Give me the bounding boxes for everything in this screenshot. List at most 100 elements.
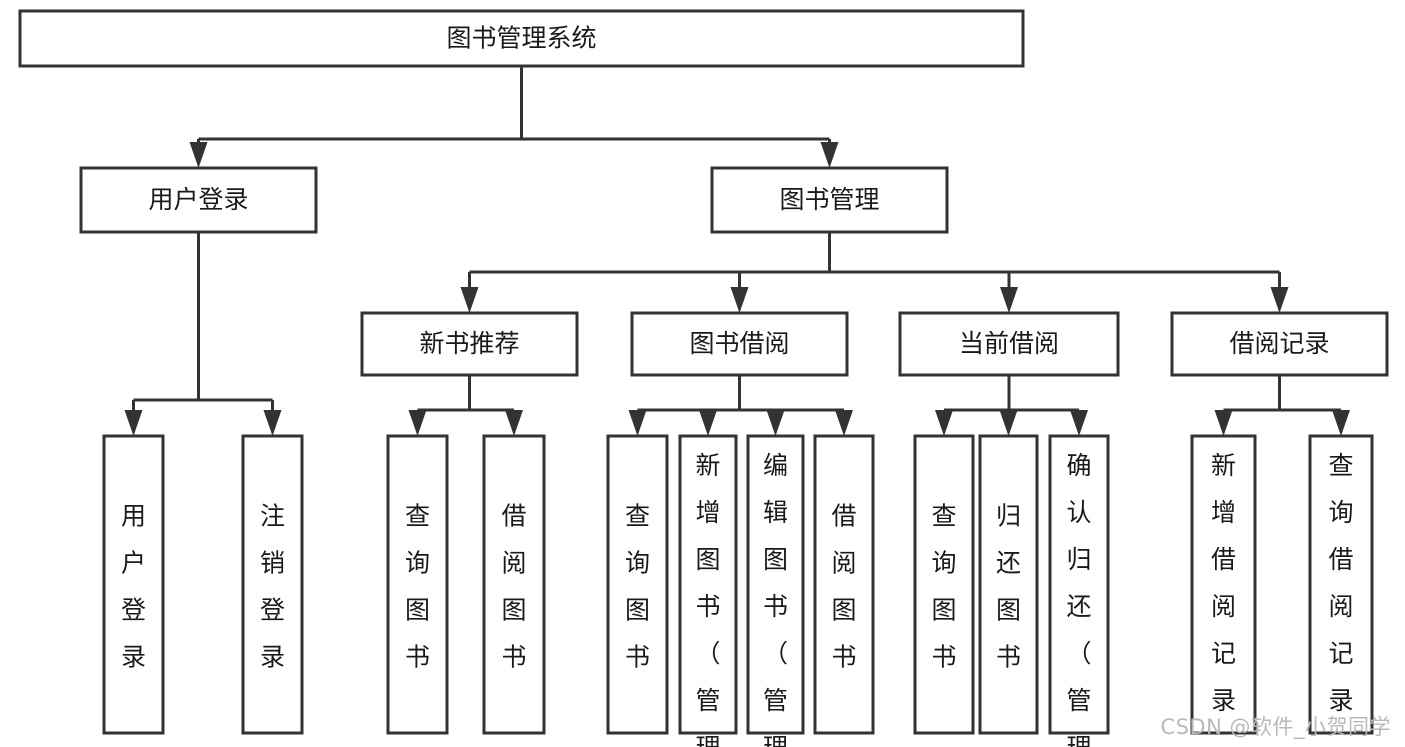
leaf-node-8-char: 书 [931,643,956,672]
level2-node-0-label: 用户登录 [148,185,248,214]
leaf-node-6-char: 辑 [763,498,788,527]
leaf-node-10-char: （ [1066,639,1091,668]
leaf-node-4-char: 查 [625,502,650,531]
leaf-node-12-char: 录 [1328,686,1353,715]
l3-0-to-leaves-arrow-1 [505,410,523,436]
l3-1-to-leaves-arrow-0 [628,410,647,436]
leaf-node-12-char: 阅 [1328,592,1353,621]
leaf-node-7-char: 图 [831,596,856,625]
leaf-node-6-char: 管 [763,686,788,715]
leaf-node-3-char: 书 [501,643,526,672]
connector-layer [124,66,1350,436]
leaf-node-5-char: 增 [695,498,720,527]
leaf-node-0-char: 用 [121,502,146,531]
books-to-level3-arrow-2 [1000,287,1018,313]
leaf-node-5-char: 新 [695,451,720,480]
leaf-node-2-char: 书 [405,643,430,672]
books-to-level3-arrow-3 [1270,287,1289,313]
leaf-node-2-char: 图 [405,596,430,625]
leaf-node-1-char: 录 [260,643,285,672]
leaf-node-10-char: 确 [1066,451,1091,480]
root-to-level2-arrow-1 [820,142,839,168]
level3-node-3[interactable]: 借阅记录 [1170,311,1389,377]
leaf-node-12-char: 询 [1328,498,1353,527]
leaf-node-6-char: 理 [763,733,788,747]
leaf-node-5-char: 图 [695,545,720,574]
node-layer: 图书管理系统用户登录图书管理新书推荐图书借阅当前借阅借阅记录用户登录注销登录查询… [18,9,1389,747]
l3-2-to-leaves-arrow-2 [1070,410,1088,436]
level2-node-0-box [79,166,318,234]
root-to-level2-arrow-0 [189,142,208,168]
leaf-node-2-char: 询 [405,549,430,578]
books-to-level3-arrow-1 [730,287,749,313]
root-node-label: 图书管理系统 [446,24,596,53]
level3-node-0[interactable]: 新书推荐 [360,311,579,377]
leaf-node-12-char: 查 [1328,451,1353,480]
leaf-node-6-char: （ [763,639,788,668]
level3-node-2-label: 当前借阅 [959,329,1059,358]
leaf-node-10-char: 还 [1066,592,1091,621]
leaf-node-1-char: 销 [260,549,285,578]
l3-2-to-leaves-arrow-1 [999,410,1018,436]
l3-1-to-leaves-arrow-1 [699,410,717,436]
level3-node-2-box [898,311,1120,377]
level3-node-3-box [1170,311,1389,377]
leaf-node-0-char: 户 [121,549,146,578]
level3-node-1[interactable]: 图书借阅 [630,311,849,377]
leaf-node-3-char: 图 [501,596,526,625]
leaf-node-7-box [813,434,875,735]
watermark-text: CSDN @软件_小贺同学 [1160,715,1391,739]
leaf-node-3-char: 阅 [501,549,526,578]
leaf-node-11-char: 新 [1211,451,1236,480]
leaf-node-3-char: 借 [501,502,526,531]
leaf-node-6-box [746,434,805,735]
leaf-node-0[interactable]: 用户登录 [102,434,165,735]
leaf-node-1-box [241,434,304,735]
level2-node-1[interactable]: 图书管理 [710,166,949,234]
leaf-node-4-box [606,434,669,735]
leaf-node-5-char: 理 [695,733,720,747]
leaf-node-4-char: 书 [625,643,650,672]
leaf-node-9-box [978,434,1039,735]
leaf-node-5-char: 书 [695,592,720,621]
level3-node-1-label: 图书借阅 [689,329,789,358]
leaf-node-5-box [678,434,738,735]
leaf-node-8-box [913,434,975,735]
leaf-node-10-char: 管 [1066,686,1091,715]
leaf-node-9-char: 还 [996,549,1021,578]
leaf-node-1-char: 登 [260,596,285,625]
leaf-node-5-char: （ [695,639,720,668]
leaf-node-11-char: 增 [1211,498,1236,527]
leaf-node-3-box [482,434,546,735]
level3-node-2[interactable]: 当前借阅 [898,311,1120,377]
leaf-node-2-char: 查 [405,502,430,531]
leaf-node-11-char: 阅 [1211,592,1236,621]
leaf-node-0-char: 录 [121,643,146,672]
leaf-node-10-box [1048,434,1110,735]
leaf-node-7-char: 借 [831,502,856,531]
level2-node-0[interactable]: 用户登录 [79,166,318,234]
leaf-node-12-box [1308,434,1374,735]
login-to-leaves-arrow-0 [124,410,143,436]
leaf-node-11-box [1190,434,1257,735]
leaf-node-4-char: 图 [625,596,650,625]
leaf-node-7-char: 阅 [831,549,856,578]
l3-3-to-leaves-arrow-0 [1214,410,1233,436]
leaf-node-8-char: 询 [931,549,956,578]
leaf-node-11-char: 记 [1211,639,1236,668]
root-node[interactable]: 图书管理系统 [18,9,1025,68]
leaf-node-8-char: 图 [931,596,956,625]
